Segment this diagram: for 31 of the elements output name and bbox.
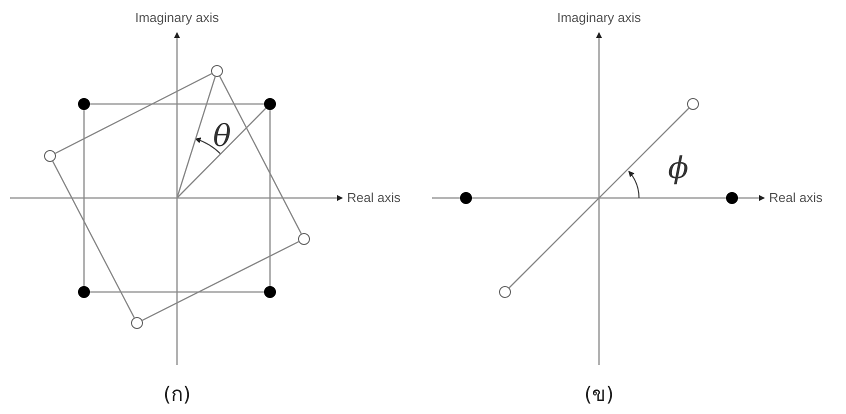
axis-label: Imaginary axis [135,10,219,26]
constellation-point [298,233,310,245]
rotated-square-line [142,241,299,321]
constellation-point [131,317,143,329]
panel-caption: (ข) [584,382,614,406]
axis-label: Imaginary axis [557,10,641,26]
angle-symbol: ϕ [668,152,688,186]
constellation-point [687,98,699,110]
axis-label: Real axis [769,190,822,206]
square-line [90,103,264,105]
phase-line [176,76,216,198]
square-line [269,110,271,286]
phase-line [508,108,690,288]
square-line [90,291,264,293]
constellation-point [44,150,56,162]
constellation-point [78,98,90,110]
rotated-square-line [219,76,302,234]
square-line [83,110,85,286]
constellation-point [78,286,90,298]
constellation-point [264,98,276,110]
panel-caption: (ก) [163,382,191,406]
constellation-point [726,192,738,204]
angle-symbol: θ [213,120,232,154]
phase-line [176,108,266,198]
constellation-point [211,65,223,77]
rotated-square-line [55,73,212,154]
rotated-square-line [52,161,135,318]
constellation-point [460,192,472,204]
constellation-point [499,286,511,298]
constellation-point [264,286,276,298]
axis-label: Real axis [347,190,400,206]
